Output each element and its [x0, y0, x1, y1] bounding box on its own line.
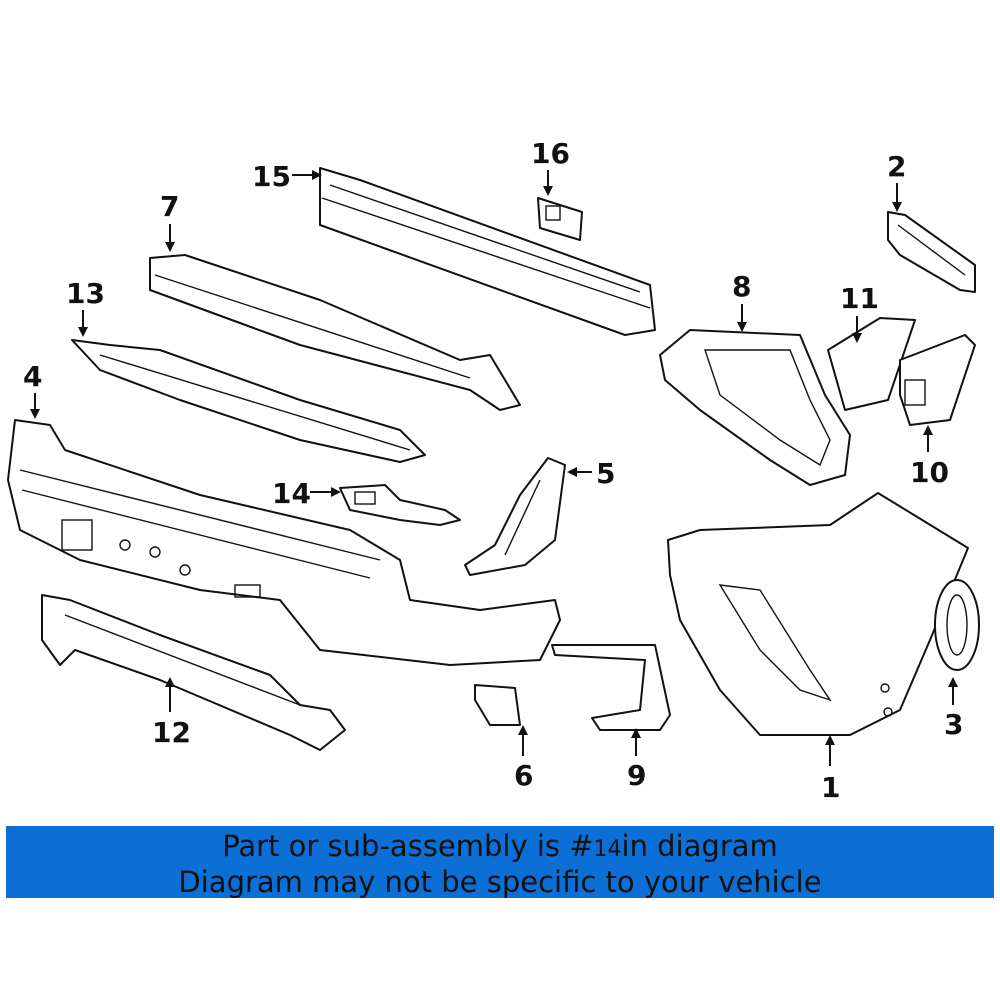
- svg-text:1: 1: [821, 771, 840, 804]
- svg-text:12: 12: [152, 716, 191, 749]
- svg-text:4: 4: [23, 360, 42, 393]
- svg-text:13: 13: [66, 277, 105, 310]
- part-3-bracket[interactable]: [934, 579, 980, 671]
- part-16-bracket[interactable]: [537, 197, 583, 241]
- part-number: 14: [593, 837, 622, 862]
- svg-text:14: 14: [272, 477, 311, 510]
- part-7-upper-fascia[interactable]: [149, 254, 521, 411]
- banner-line-1: Part or sub-assembly is #14in diagram: [6, 830, 994, 866]
- callout-16: 16: [531, 137, 570, 196]
- part-12-lower-valance[interactable]: [41, 594, 346, 751]
- svg-text:9: 9: [627, 759, 646, 792]
- banner-line-2: Diagram may not be specific to your vehi…: [178, 865, 822, 899]
- callout-8: 8: [732, 270, 751, 332]
- callout-15: 15: [252, 160, 322, 193]
- part-2-bracket[interactable]: [887, 211, 976, 293]
- callout-2: 2: [887, 150, 906, 212]
- svg-text:2: 2: [887, 150, 906, 183]
- svg-text:10: 10: [910, 456, 949, 489]
- callout-13: 13: [66, 277, 105, 337]
- svg-text:15: 15: [252, 160, 291, 193]
- part-10-sensor-bracket[interactable]: [899, 334, 976, 426]
- part-4-bumper-cover[interactable]: [7, 419, 561, 666]
- callout-11: 11: [840, 282, 879, 343]
- callout-14: 14: [272, 477, 341, 510]
- callout-10: 10: [910, 425, 949, 489]
- part-5-bracket[interactable]: [464, 457, 566, 576]
- part-1-side-fascia[interactable]: [667, 492, 969, 736]
- info-banner: Part or sub-assembly is #14in diagram Di…: [6, 826, 994, 899]
- callout-5: 5: [567, 457, 615, 490]
- callout-12: 12: [152, 677, 191, 749]
- svg-text:16: 16: [531, 137, 570, 170]
- part-14-bracket[interactable]: [339, 484, 461, 526]
- banner-prefix: Part or sub-assembly is #: [222, 829, 594, 863]
- svg-text:6: 6: [514, 759, 533, 792]
- callout-1: 1: [821, 735, 840, 804]
- callout-3: 3: [944, 677, 963, 741]
- callout-4: 4: [23, 360, 42, 419]
- part-8-bezel[interactable]: [659, 329, 851, 486]
- part-6-bracket[interactable]: [474, 684, 521, 726]
- part-15-reinforcement-beam[interactable]: [319, 167, 656, 336]
- svg-text:7: 7: [160, 190, 179, 223]
- svg-text:5: 5: [596, 457, 615, 490]
- callout-7: 7: [160, 190, 179, 252]
- callout-9: 9: [627, 728, 646, 792]
- banner-suffix: in diagram: [621, 829, 778, 863]
- callout-6: 6: [514, 725, 533, 792]
- part-13-grille[interactable]: [71, 339, 426, 463]
- svg-text:3: 3: [944, 708, 963, 741]
- part-9-trim[interactable]: [551, 644, 671, 731]
- svg-text:8: 8: [732, 270, 751, 303]
- svg-text:11: 11: [840, 282, 879, 315]
